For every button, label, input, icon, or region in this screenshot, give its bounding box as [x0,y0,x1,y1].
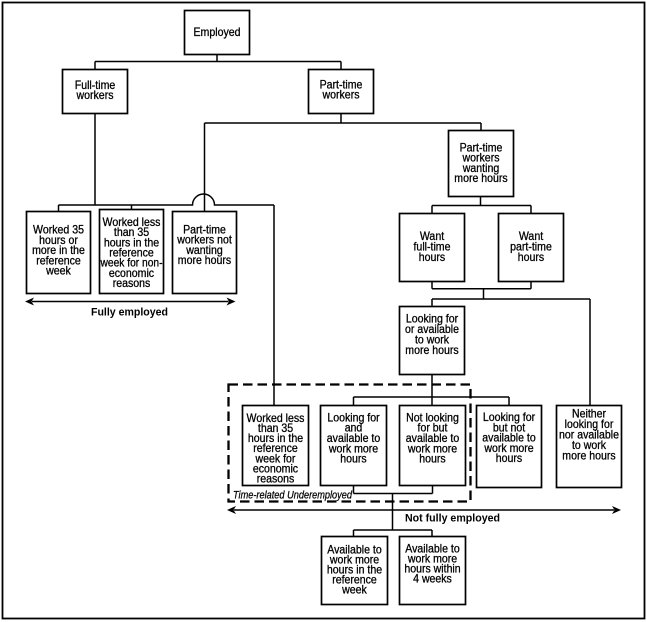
svg-text:full-time: full-time [414,240,451,254]
svg-text:Neither: Neither [572,407,606,421]
svg-text:to work: to work [415,332,450,346]
svg-text:or available: or available [405,322,459,336]
svg-text:workers not: workers not [176,233,232,247]
svg-text:Not looking: Not looking [406,410,459,424]
svg-text:more hours: more hours [178,253,231,267]
svg-text:Part-time: Part-time [320,78,363,92]
svg-text:to work: to work [572,438,607,452]
svg-text:workers: workers [462,151,500,165]
svg-text:economic: economic [109,266,154,280]
svg-text:Worked 35: Worked 35 [33,223,84,237]
svg-text:Want: Want [420,229,445,243]
svg-text:and: and [345,421,363,435]
svg-text:work more: work more [483,441,533,455]
svg-text:reference: reference [332,573,377,587]
svg-text:more hours: more hours [405,343,458,357]
svg-text:part-time: part-time [510,240,552,254]
svg-text:hours: hours [419,452,445,466]
svg-text:Employed: Employed [194,25,241,39]
svg-text:economic: economic [253,461,298,475]
svg-text:hours in the: hours in the [104,235,159,249]
svg-text:week: week [45,264,71,278]
svg-text:workers: workers [322,87,360,101]
svg-text:Available to: Available to [405,542,460,556]
svg-text:hours: hours [518,250,544,264]
svg-text:hours: hours [419,250,445,264]
svg-text:Worked less: Worked less [103,215,161,229]
svg-text:Fully employed: Fully employed [91,307,168,319]
svg-text:more hours: more hours [562,448,615,462]
svg-text:wanting: wanting [462,161,499,175]
svg-text:work more: work more [329,553,379,567]
svg-text:but not: but not [493,420,526,434]
svg-text:Looking for: Looking for [327,410,379,424]
svg-text:than 35: than 35 [258,421,293,435]
svg-text:work more: work more [328,441,378,455]
svg-text:for but: for but [418,421,448,435]
svg-text:Time-related Underemployed: Time-related Underemployed [233,490,353,502]
svg-text:hours in the: hours in the [248,431,303,445]
svg-text:Not fully employed: Not fully employed [405,513,500,525]
svg-text:week: week [341,583,367,597]
svg-text:work more: work more [407,441,457,455]
svg-text:week for: week for [255,451,296,465]
svg-text:reasons: reasons [113,276,151,290]
svg-text:workers: workers [76,88,114,102]
svg-text:hours or: hours or [39,233,78,247]
svg-text:available to: available to [327,431,381,445]
svg-text:Looking for: Looking for [406,312,458,326]
svg-text:hours: hours [496,451,522,465]
svg-text:Looking for: Looking for [483,410,535,424]
svg-text:Full-time: Full-time [75,78,116,92]
svg-text:hours: hours [340,452,366,466]
svg-text:reasons: reasons [257,472,295,486]
svg-text:nor available: nor available [559,428,619,442]
svg-text:wanting: wanting [185,243,222,257]
svg-text:reference: reference [109,245,154,259]
svg-text:4 weeks: 4 weeks [413,572,452,586]
svg-text:than 35: than 35 [114,225,149,239]
svg-text:Part-time: Part-time [460,141,503,155]
svg-text:more hours: more hours [454,171,507,185]
svg-text:week for non-: week for non- [100,256,163,270]
svg-text:available to: available to [482,431,536,445]
svg-text:Part-time: Part-time [183,222,226,236]
svg-text:more in the: more in the [32,243,85,257]
svg-text:Worked less: Worked less [247,411,305,425]
svg-text:hours in the: hours in the [327,563,382,577]
svg-text:Want: Want [519,229,544,243]
svg-text:looking for: looking for [565,417,614,431]
svg-text:reference: reference [253,441,298,455]
svg-text:Available to: Available to [327,543,382,557]
svg-text:reference: reference [36,253,81,267]
svg-text:available to: available to [406,431,460,445]
svg-text:hours within: hours within [404,562,460,576]
svg-text:work more: work more [407,552,457,566]
